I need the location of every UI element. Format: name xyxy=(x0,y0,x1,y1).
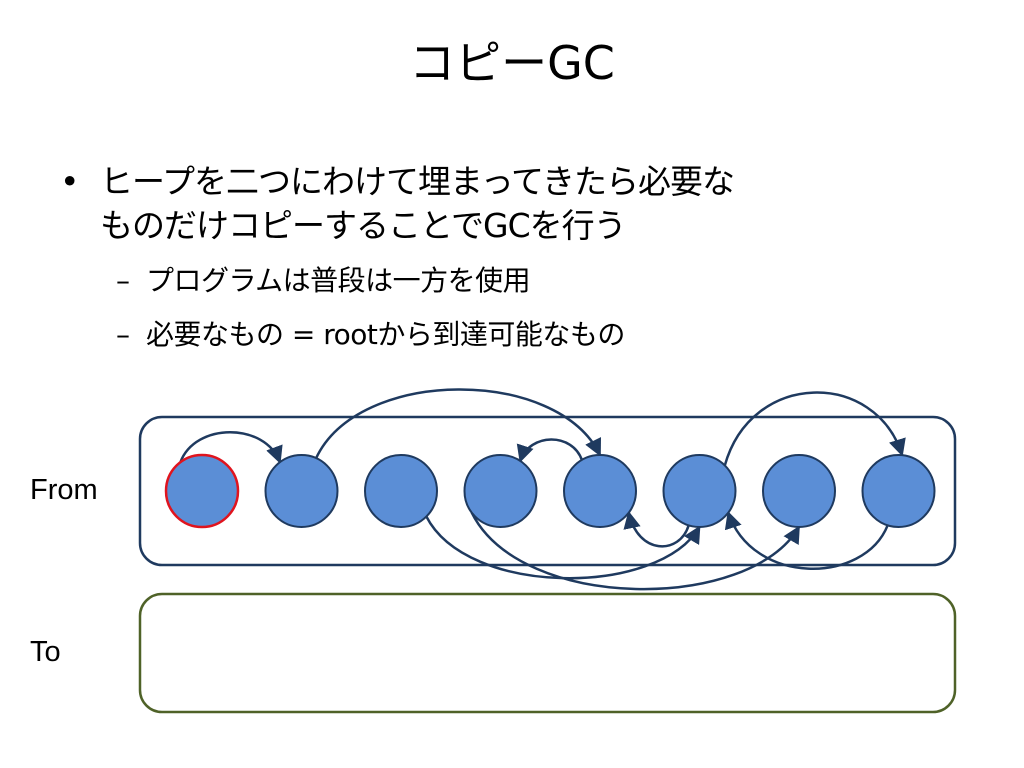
bullet-main-line-1: ヒープを二つにわけて埋まってきたら必要な xyxy=(100,162,735,201)
heap-objects xyxy=(164,453,936,529)
heap-object-node xyxy=(563,454,637,528)
sub-bullet-2: – 必要なもの = rootから到達可能なもの xyxy=(60,310,960,360)
bullet-marker: • xyxy=(60,162,79,201)
to-space-box xyxy=(138,592,957,714)
from-space-box xyxy=(138,415,957,567)
reference-arrows xyxy=(179,388,906,591)
heap-object-node xyxy=(762,454,836,528)
reference-arrow-7-to-5 xyxy=(724,510,889,570)
reference-arrow-4-to-3 xyxy=(516,438,584,463)
sub-bullet-1: – プログラムは普段は一方を使用 xyxy=(60,256,960,306)
sub-bullet-1-text: プログラムは普段は一方を使用 xyxy=(146,264,531,297)
bullet-main: • ヒープを二つにわけて埋まってきたら必要な ものだけコピーすることでGCを行う xyxy=(60,160,960,248)
bullet-main-line-2: ものだけコピーすることでGCを行う xyxy=(100,206,627,245)
bullet-list: • ヒープを二つにわけて埋まってきたら必要な ものだけコピーすることでGCを行う… xyxy=(60,160,960,360)
heap-object-node xyxy=(264,454,339,528)
sub-bullet-marker: – xyxy=(116,318,130,351)
sub-bullet-2-text: 必要なもの = rootから到達可能なもの xyxy=(146,318,625,351)
reference-arrow-2-to-5 xyxy=(425,515,701,580)
from-space-label: From xyxy=(30,474,98,506)
root-object-node xyxy=(164,453,240,529)
reference-arrow-5-to-7 xyxy=(723,391,906,467)
heap-object-node xyxy=(463,454,538,528)
reference-arrow-1-to-4 xyxy=(314,388,602,460)
slide-title: コピーGC xyxy=(409,36,615,90)
heap-object-node xyxy=(662,454,737,528)
reference-arrow-3-to-6 xyxy=(470,512,801,591)
heap-object-node xyxy=(861,454,936,528)
reference-arrow-5-to-4 xyxy=(623,510,690,548)
to-space-label: To xyxy=(30,636,61,668)
heap-object-node xyxy=(364,454,438,528)
sub-bullet-marker: – xyxy=(116,264,130,297)
reference-arrow-0-to-1 xyxy=(179,431,283,464)
